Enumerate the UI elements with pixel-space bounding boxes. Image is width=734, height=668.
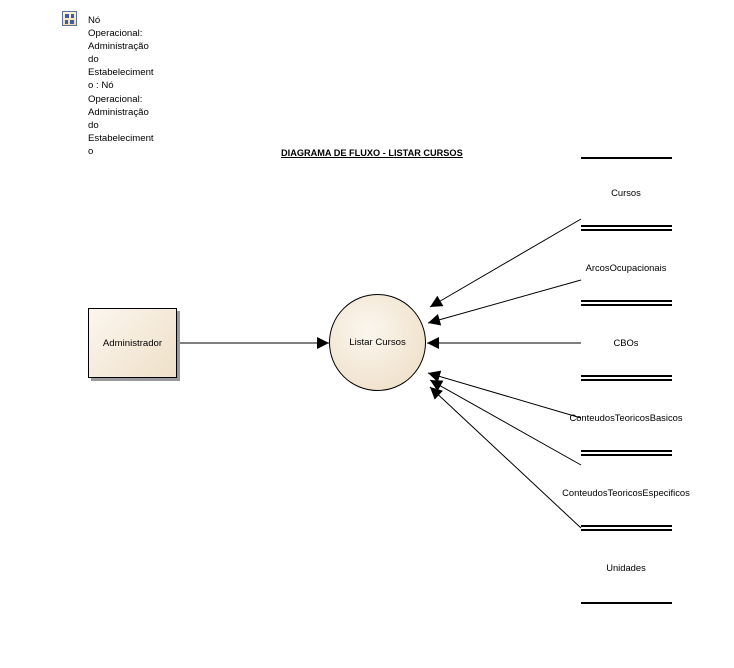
data-flows [167,218,582,529]
flow-cursos-to-process [429,218,582,308]
external-entity-administrador[interactable]: Administrador [88,308,177,378]
flow-conteudos-teoricos-especificos-to-process [429,379,582,466]
process-label: Listar Cursos [349,337,406,348]
data-store-conteudos-teoricos-especificos[interactable]: ConteudosTeoricosEspecificos [562,487,690,498]
data-store-unidades[interactable]: Unidades [606,562,646,573]
process-listar-cursos[interactable]: Listar Cursos [329,294,426,391]
flow-unidades-to-process [429,386,582,529]
data-store-cbos[interactable]: CBOs [613,337,639,348]
diagram-title: DIAGRAMA DE FLUXO - LISTAR CURSOS [281,148,463,158]
note-icon [62,11,77,26]
flow-conteudos-teoricos-basicos-to-process [427,370,582,419]
data-store-cursos[interactable]: Cursos [611,187,641,198]
flow-arcos-ocupacionais-to-process [427,279,582,326]
data-store-bars [581,157,672,604]
data-store-conteudos-teoricos-basicos[interactable]: ConteudosTeoricosBasicos [569,412,683,423]
note-text[interactable]: Nó Operacional: Administração do Estabel… [88,15,154,157]
entity-label: Administrador [102,337,163,349]
data-store-arcos-ocupacionais[interactable]: ArcosOcupacionais [585,262,667,273]
